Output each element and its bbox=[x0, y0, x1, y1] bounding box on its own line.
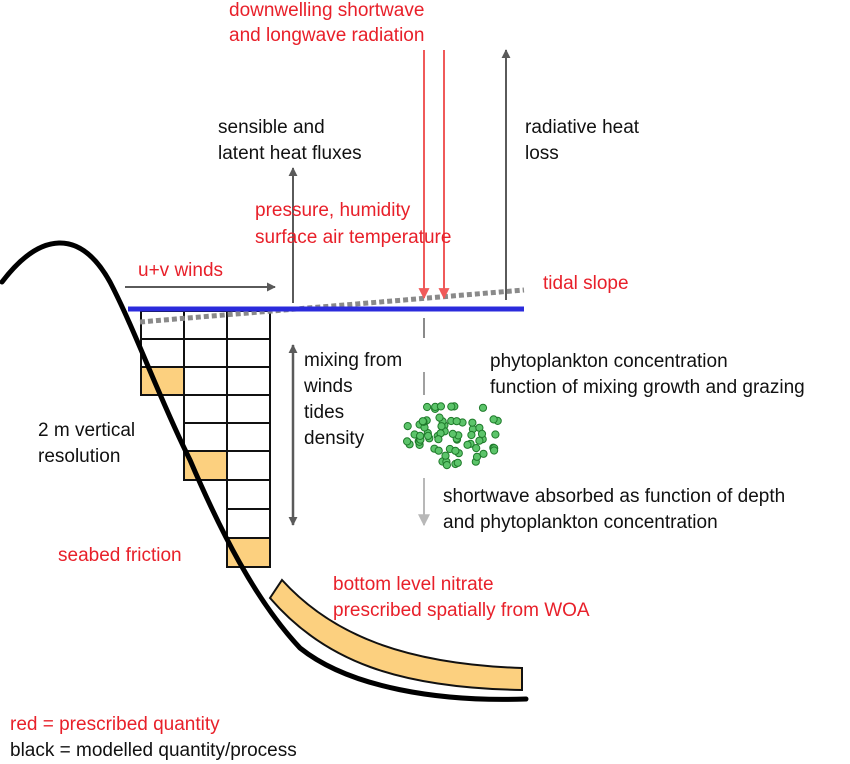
phytoplankton-cell bbox=[448, 429, 457, 438]
phytoplankton-cell bbox=[416, 431, 425, 440]
phytoplankton-cell bbox=[451, 446, 460, 455]
mixing-label-line3: tides bbox=[304, 402, 344, 423]
phytoplankton-cell bbox=[452, 417, 461, 426]
phytoplankton-cell bbox=[403, 422, 412, 431]
phytoplankton-cell bbox=[477, 429, 487, 438]
mixing-label-line2: winds bbox=[303, 376, 353, 397]
tidal-slope-label: tidal slope bbox=[543, 273, 629, 294]
mixing-label-line4: density bbox=[304, 428, 365, 449]
tidal-slope-line bbox=[139, 287, 525, 325]
seabed-profile-curve bbox=[0, 240, 529, 702]
downwelling-label-line2: and longwave radiation bbox=[229, 25, 424, 46]
phyto-label-line1: phytoplankton concentration bbox=[490, 351, 728, 372]
phytoplankton-cell bbox=[437, 422, 446, 431]
resolution-label-line1: 2 m vertical bbox=[38, 420, 135, 441]
phytoplankton-cell bbox=[441, 451, 450, 460]
phytoplankton-cell bbox=[468, 418, 477, 427]
phytoplankton-cell bbox=[453, 458, 462, 467]
phytoplankton-cell bbox=[475, 436, 484, 445]
radiative-label-line2: loss bbox=[525, 143, 559, 164]
phytoplankton-cell bbox=[479, 449, 488, 458]
phytoplankton-cell bbox=[472, 444, 481, 453]
phytoplankton-cell bbox=[442, 461, 451, 470]
phytoplankton-cell bbox=[491, 430, 500, 439]
phyto-label-line2: function of mixing growth and grazing bbox=[490, 377, 805, 398]
radiative-label-line1: radiative heat bbox=[525, 117, 640, 138]
nitrate-label-line2: prescribed spatially from WOA bbox=[333, 600, 590, 621]
sensible-label-line1: sensible and bbox=[218, 117, 325, 138]
resolution-label-line2: resolution bbox=[38, 446, 120, 467]
sensible-label-line2: latent heat fluxes bbox=[218, 143, 362, 164]
phytoplankton-cell bbox=[435, 413, 444, 422]
bottom-nitrate-band bbox=[268, 578, 523, 692]
labels: downwelling shortwave and longwave radia… bbox=[10, 0, 805, 761]
mixing-label-line1: mixing from bbox=[304, 350, 402, 371]
downwelling-label-line1: downwelling shortwave bbox=[229, 0, 424, 21]
grid-column-1 bbox=[140, 310, 185, 396]
phytoplankton-cell bbox=[423, 402, 432, 412]
grid-column-2 bbox=[183, 310, 228, 481]
phytoplankton-cell bbox=[447, 402, 456, 411]
phytoplankton-cell bbox=[434, 435, 443, 444]
phytoplankton-cluster bbox=[403, 402, 502, 470]
legend-red-label: red = prescribed quantity bbox=[10, 714, 220, 735]
phytoplankton-cell bbox=[424, 431, 433, 440]
phytoplankton-cell bbox=[472, 452, 482, 461]
phytoplankton-cell bbox=[490, 446, 499, 455]
legend-black-label: black = modelled quantity/process bbox=[10, 740, 297, 761]
phytoplankton-cell bbox=[434, 446, 443, 455]
phytoplankton-cell bbox=[489, 415, 498, 424]
pressure-label-line2: surface air temperature bbox=[255, 227, 451, 248]
grid-column-3 bbox=[226, 310, 271, 568]
pressure-label-line1: pressure, humidity bbox=[255, 200, 411, 221]
seabed-friction-label: seabed friction bbox=[58, 545, 182, 566]
winds-label: u+v winds bbox=[138, 260, 223, 281]
phytoplankton-cell bbox=[478, 403, 488, 412]
shortwave-label-line1: shortwave absorbed as function of depth bbox=[443, 486, 785, 507]
phytoplankton-cell bbox=[463, 440, 472, 449]
phytoplankton-cell bbox=[467, 430, 476, 440]
phytoplankton-cell bbox=[418, 417, 427, 426]
phytoplankton-cell bbox=[403, 437, 412, 446]
nitrate-label-line1: bottom level nitrate bbox=[333, 574, 494, 595]
shortwave-label-line2: and phytoplankton concentration bbox=[443, 512, 718, 533]
phytoplankton-cell bbox=[436, 402, 445, 411]
